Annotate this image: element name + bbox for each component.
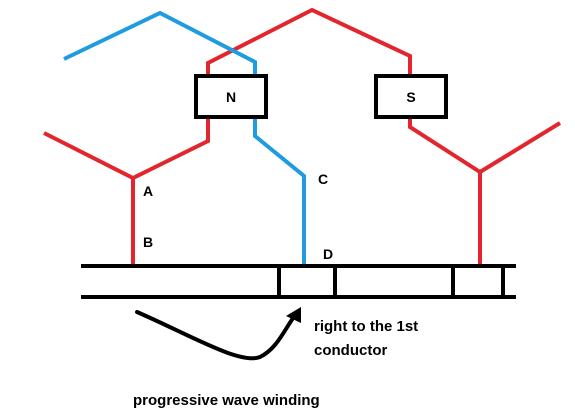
- south-pole-box: [374, 74, 448, 119]
- arrow-curve: [135, 310, 298, 361]
- diagram-caption: progressive wave winding: [133, 392, 320, 409]
- annotation-line-1: right to the 1st: [314, 318, 418, 335]
- north-pole: N: [194, 74, 268, 119]
- red-winding-right-arm: [408, 118, 562, 175]
- annotation-line-2: conductor: [314, 342, 387, 359]
- progression-arrow: [135, 307, 301, 361]
- point-label-a: A: [143, 183, 153, 199]
- red-winding-left-arm: [43, 118, 210, 181]
- blue-conductor-cd: [253, 118, 306, 266]
- south-pole-label: S: [406, 89, 415, 105]
- point-label-b: B: [143, 234, 153, 250]
- south-pole: S: [374, 74, 448, 119]
- north-pole-box: [194, 74, 268, 119]
- arrow-head: [286, 307, 301, 323]
- commutator: [81, 264, 516, 299]
- blue-winding: [63, 10, 257, 74]
- point-label-d: D: [323, 246, 333, 262]
- north-pole-label: N: [226, 89, 236, 105]
- point-label-c: C: [318, 171, 328, 187]
- red-winding-top-arc: [206, 7, 412, 77]
